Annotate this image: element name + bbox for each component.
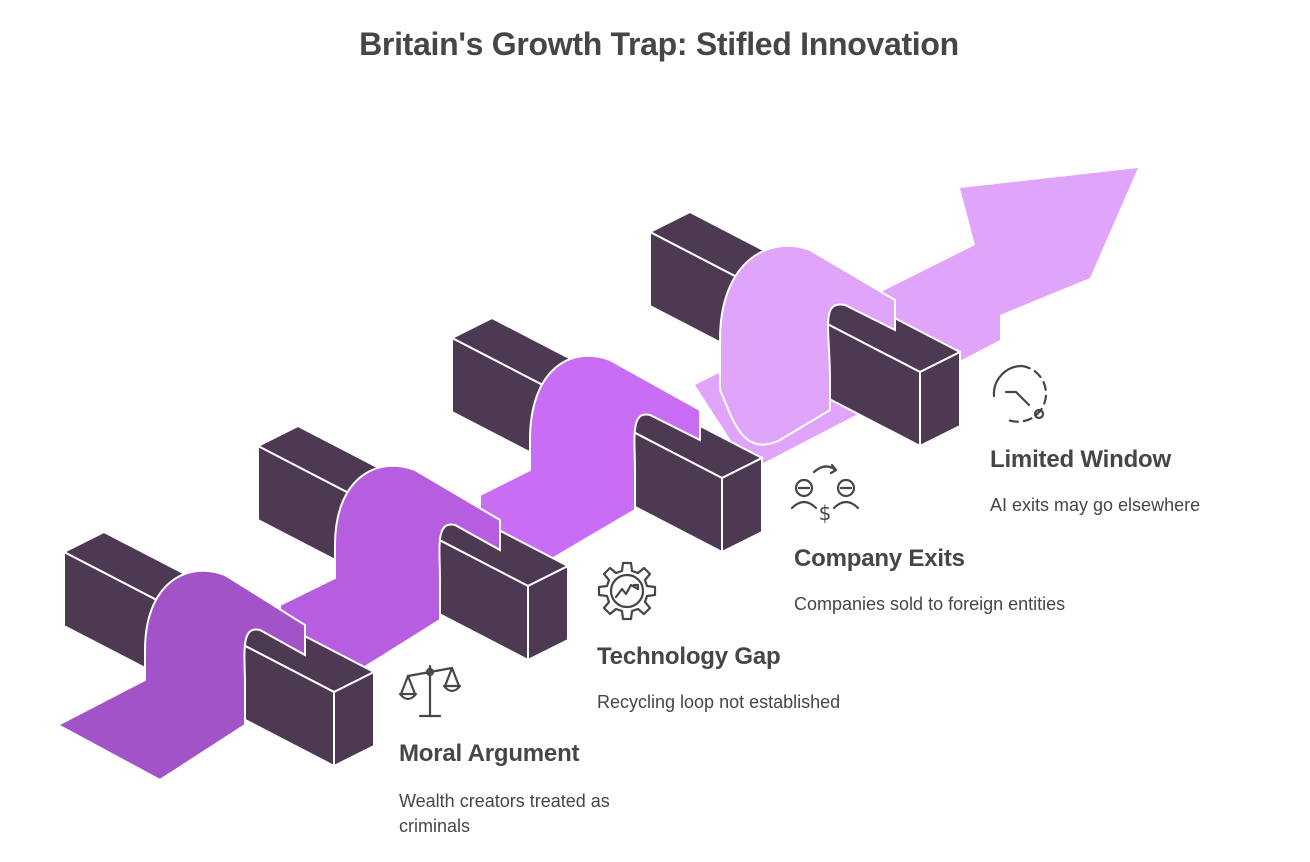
step-label-company-exits: Company Exits	[794, 545, 965, 573]
step-description-company-exits: Companies sold to foreign entities	[794, 592, 1134, 617]
gear-chart-icon	[593, 558, 661, 626]
step-label-moral-argument: Moral Argument	[399, 740, 579, 768]
step-label-technology-gap: Technology Gap	[597, 643, 780, 671]
people-exchange-icon: $	[790, 460, 860, 526]
step-description-technology-gap: Recycling loop not established	[597, 690, 917, 715]
timer-icon	[986, 362, 1056, 428]
svg-text:$: $	[819, 501, 832, 525]
step-description-limited-window: AI exits may go elsewhere	[990, 493, 1290, 518]
step-label-limited-window: Limited Window	[990, 446, 1171, 474]
step-description-moral-argument: Wealth creators treated as criminals	[399, 789, 659, 839]
scales-icon	[398, 660, 462, 720]
